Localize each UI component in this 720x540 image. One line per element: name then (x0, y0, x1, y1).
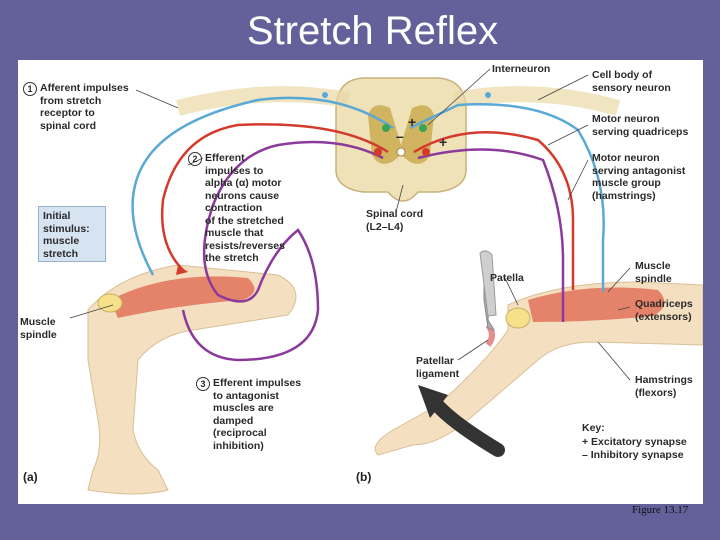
part-a-label: (a) (23, 470, 38, 484)
hammer-icon (479, 250, 497, 331)
part-b-label: (b) (356, 470, 372, 484)
motion-arrow-icon (418, 385, 505, 457)
efferent-path-a (161, 123, 389, 271)
excitatory-synapse-mark: + (408, 114, 417, 130)
interneuron-label: Interneuron (492, 63, 551, 75)
cell-body-label: Cell body of sensory neuron (592, 69, 671, 94)
initial-stimulus-box: Initial stimulus: muscle stretch (38, 206, 106, 262)
motor-quad-label: Motor neuron serving quadriceps (592, 113, 689, 138)
figure-caption: Figure 13.17 (632, 504, 689, 516)
inhibitory-synapse-mark: – (396, 128, 404, 144)
antagonist-path-b (417, 148, 565, 322)
diagram-art (69, 68, 703, 495)
spinal-cord-label: Spinal cord (L2–L4) (366, 208, 424, 233)
key-excitatory: + Excitatory synapse (582, 436, 687, 448)
key-inhibitory: – Inhibitory synapse (582, 449, 684, 461)
slide-title: Stretch Reflex (246, 9, 499, 53)
key-title: Key: (582, 422, 605, 434)
antagonist-path-a (181, 140, 384, 362)
motor-antagonist-label: Motor neuron serving antagonist muscle g… (592, 152, 686, 202)
quadriceps-label: Quadriceps (extensors) (635, 298, 693, 323)
afferent-path-a (131, 96, 394, 276)
muscle-spindle-b-label: Muscle spindle (635, 260, 672, 285)
excitatory-synapse-mark-2: + (439, 134, 448, 150)
muscle-spindle-a-label: Muscle spindle (20, 316, 57, 341)
efferent-path-b (413, 131, 575, 290)
interneuron-cell (382, 124, 390, 132)
patella-label: Patella (490, 272, 524, 284)
patellar-ligament-label: Patellar ligament (416, 355, 460, 380)
hamstrings-label: Hamstrings (flexors) (635, 374, 693, 399)
